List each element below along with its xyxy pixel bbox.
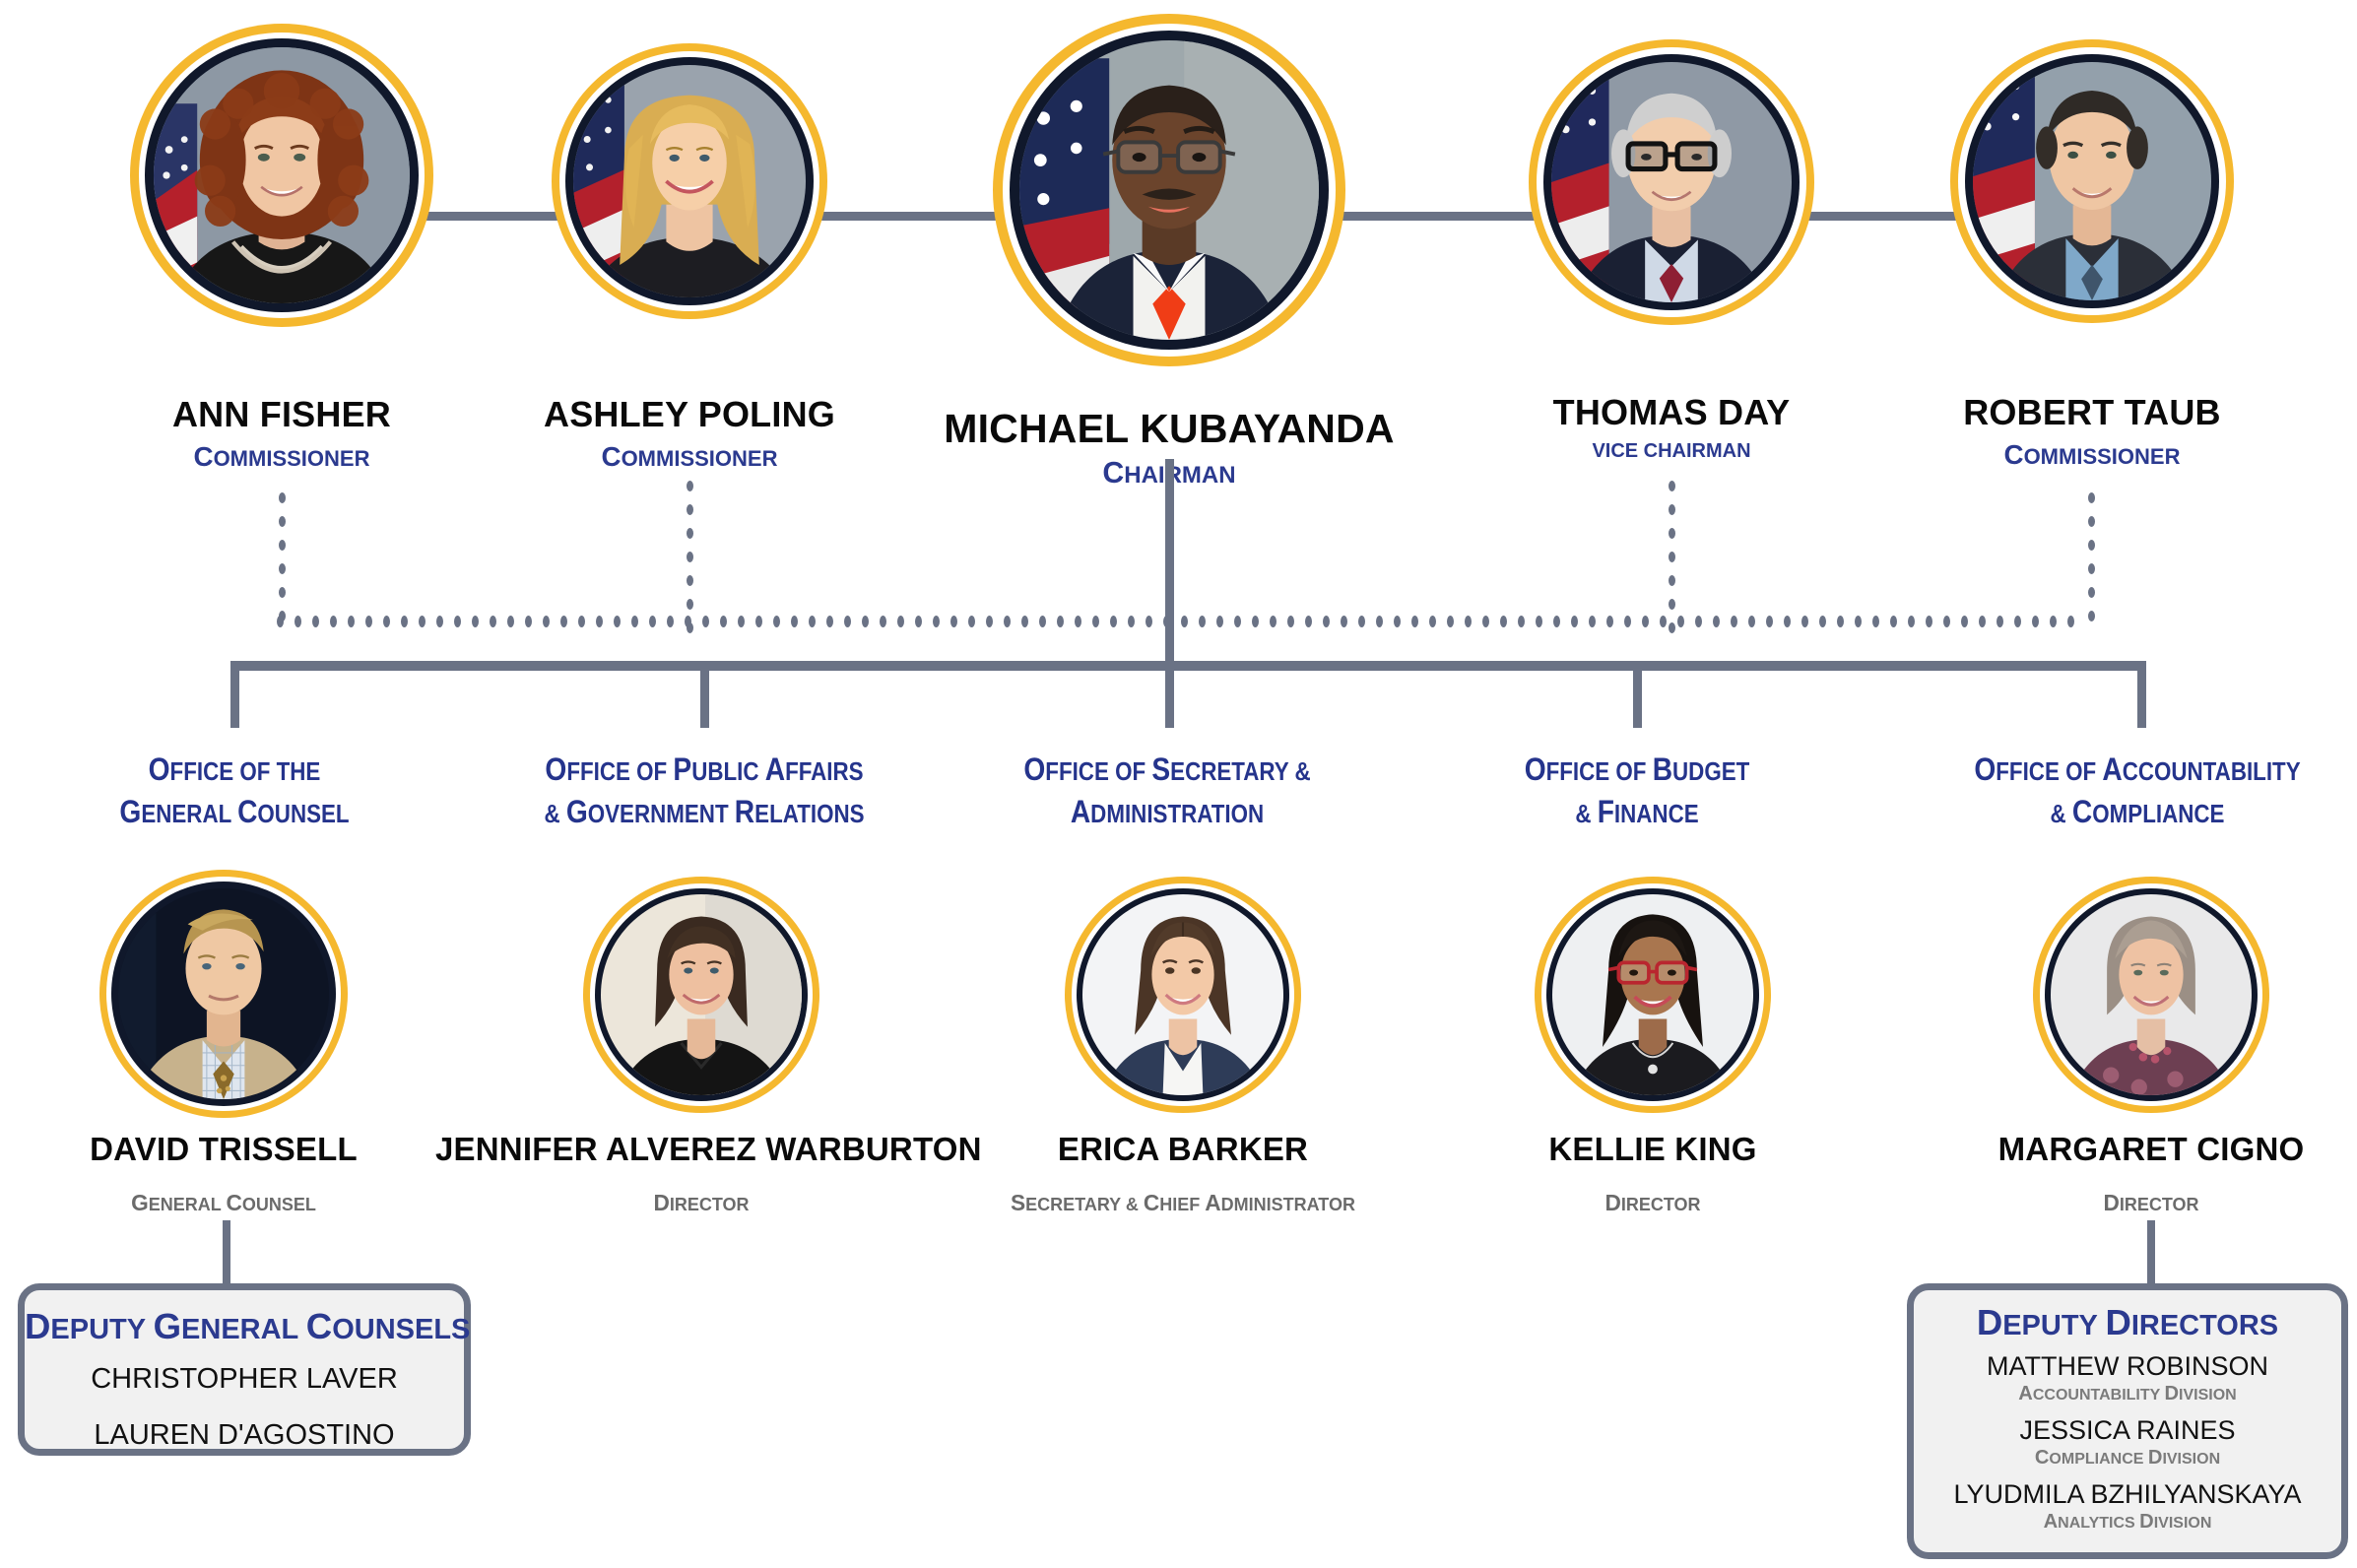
commissioner-name: MICHAEL KUBAYANDA — [944, 406, 1395, 451]
deputy-director-division: ANALYTICS DIVISION — [2043, 1511, 2212, 1533]
portrait-photo-jennifer-alverez-warburton — [601, 894, 802, 1095]
portrait-photo-erica-barker — [1082, 894, 1283, 1095]
office-drop-line-0 — [230, 661, 239, 728]
deputy-directors-heading: DEPUTY DIRECTORS — [1976, 1302, 2279, 1342]
portrait-photo-margaret-cigno — [2051, 894, 2252, 1095]
office-drop-line-4 — [2137, 661, 2146, 728]
dotted-feed-robert-taub — [2088, 492, 2095, 621]
portrait-frame-margaret-cigno — [2033, 877, 2269, 1113]
portrait-photo-david-trissell — [118, 888, 329, 1099]
portrait-photo-kellie-king — [1552, 894, 1753, 1095]
commissioner-name: ANN FISHER — [171, 394, 391, 434]
portrait-photo-michael-kubayanda — [1019, 40, 1319, 340]
portrait-photo-robert-taub — [1973, 62, 2211, 300]
director-title: DIRECTOR — [2103, 1190, 2199, 1215]
dotted-feed-ashley-poling — [687, 481, 693, 633]
director-label-3: KELLIE KING DIRECTOR — [1475, 1131, 1830, 1216]
deputy-director-division: COMPLIANCE DIVISION — [2034, 1447, 2221, 1469]
portrait-frame-michael-kubayanda — [993, 14, 1345, 366]
office-drop-line-1 — [700, 661, 709, 728]
director-name: KELLIE KING — [1548, 1131, 1757, 1167]
portrait-frame-thomas-day — [1529, 39, 1814, 325]
deputy-director-name: MATTHEW ROBINSON — [1987, 1351, 2268, 1381]
office-label-secretary-administration[interactable]: OFFICE OF SECRETARY & ADMINISTRATION — [1023, 751, 1311, 829]
commissioner-title: CHAIRMAN — [1102, 457, 1236, 490]
deputy-directors-connector — [2147, 1220, 2155, 1294]
director-name: DAVID TRISSELL — [90, 1131, 358, 1167]
director-label-0: DAVID TRISSELL GENERAL COUNSEL — [46, 1131, 401, 1216]
dotted-feed-thomas-day — [1669, 481, 1675, 633]
director-label-1: JENNIFER ALVEREZ WARBURTON DIRECTOR — [435, 1131, 981, 1216]
deputy-director-name: JESSICA RAINES — [2019, 1415, 2236, 1445]
director-label-2: ERICA BARKER SECRETARY & CHIEF ADMINISTR… — [996, 1131, 1370, 1216]
portrait-frame-david-trissell — [99, 870, 348, 1118]
deputy-director-name: LYUDMILA BZHILYANSKAYA — [1953, 1479, 2302, 1509]
dotted-authority-bus — [277, 616, 2099, 627]
portrait-frame-ann-fisher — [130, 24, 433, 327]
commissioner-label-1: ASHLEY POLING COMMISSIONER — [512, 394, 867, 473]
commissioner-title: VICE CHAIRMAN — [1592, 440, 1751, 462]
portrait-frame-ashley-poling — [552, 43, 827, 319]
director-label-4: MARGARET CIGNO DIRECTOR — [1974, 1131, 2328, 1216]
director-name: JENNIFER ALVEREZ WARBURTON — [435, 1131, 982, 1167]
commissioner-label-3: THOMAS DAY VICE CHAIRMAN — [1494, 392, 1849, 463]
commissioner-label-2: MICHAEL KUBAYANDA CHAIRMAN — [943, 406, 1396, 490]
commissioner-title: COMMISSIONER — [193, 441, 370, 472]
deputy-directors-box[interactable]: DEPUTY DIRECTORS MATTHEW ROBINSON ACCOUN… — [1907, 1283, 2348, 1559]
commissioner-label-0: ANN FISHER COMMISSIONER — [104, 394, 459, 473]
commissioner-name: THOMAS DAY — [1552, 392, 1791, 432]
director-title: SECRETARY & CHIEF ADMINISTRATOR — [1011, 1190, 1355, 1215]
chairman-solid-drop-line — [1165, 459, 1174, 669]
office-drop-line-2 — [1165, 661, 1174, 728]
office-label-general-counsel[interactable]: OFFICE OF THE GENERAL COUNSEL — [119, 751, 350, 829]
commissioner-name: ROBERT TAUB — [1963, 392, 2221, 432]
director-name: MARGARET CIGNO — [1997, 1131, 2305, 1167]
office-label-public-affairs[interactable]: OFFICE OF PUBLIC AFFAIRS & GOVERNMENT RE… — [544, 751, 865, 829]
portrait-photo-ann-fisher — [154, 47, 410, 303]
director-name: ERICA BARKER — [1057, 1131, 1309, 1167]
director-title: DIRECTOR — [1604, 1190, 1701, 1215]
deputy-counsel-name: LAUREN D'AGOSTINO — [94, 1419, 395, 1451]
director-title: GENERAL COUNSEL — [131, 1190, 316, 1215]
portrait-photo-thomas-day — [1551, 62, 1792, 302]
deputy-general-counsels-heading: DEPUTY GENERAL COUNSELS — [25, 1306, 471, 1346]
portrait-frame-robert-taub — [1950, 39, 2234, 323]
office-distribution-bus — [230, 661, 2146, 671]
deputy-counsel-name: CHRISTOPHER LAVER — [91, 1363, 398, 1395]
office-label-accountability-compliance[interactable]: OFFICE OF ACCOUNTABILITY & COMPLIANCE — [1974, 751, 2301, 829]
office-drop-line-3 — [1633, 661, 1642, 728]
commissioner-label-4: ROBERT TAUB COMMISSIONER — [1915, 392, 2269, 471]
office-label-budget-finance[interactable]: OFFICE OF BUDGET & FINANCE — [1524, 751, 1750, 829]
portrait-frame-kellie-king — [1535, 877, 1771, 1113]
director-title: DIRECTOR — [653, 1190, 750, 1215]
deputy-director-division: ACCOUNTABILITY DIVISION — [2018, 1383, 2237, 1405]
deputy-general-counsels-box[interactable]: DEPUTY GENERAL COUNSELS CHRISTOPHER LAVE… — [18, 1283, 471, 1456]
dotted-feed-ann-fisher — [279, 492, 286, 621]
portrait-photo-ashley-poling — [573, 65, 806, 297]
commissioner-title: COMMISSIONER — [601, 441, 778, 472]
portrait-frame-jennifer-alverez-warburton — [583, 877, 819, 1113]
commissioner-title: COMMISSIONER — [2003, 439, 2181, 470]
portrait-frame-erica-barker — [1065, 877, 1301, 1113]
deputy-counsels-connector — [223, 1220, 230, 1294]
commissioner-name: ASHLEY POLING — [544, 394, 835, 434]
